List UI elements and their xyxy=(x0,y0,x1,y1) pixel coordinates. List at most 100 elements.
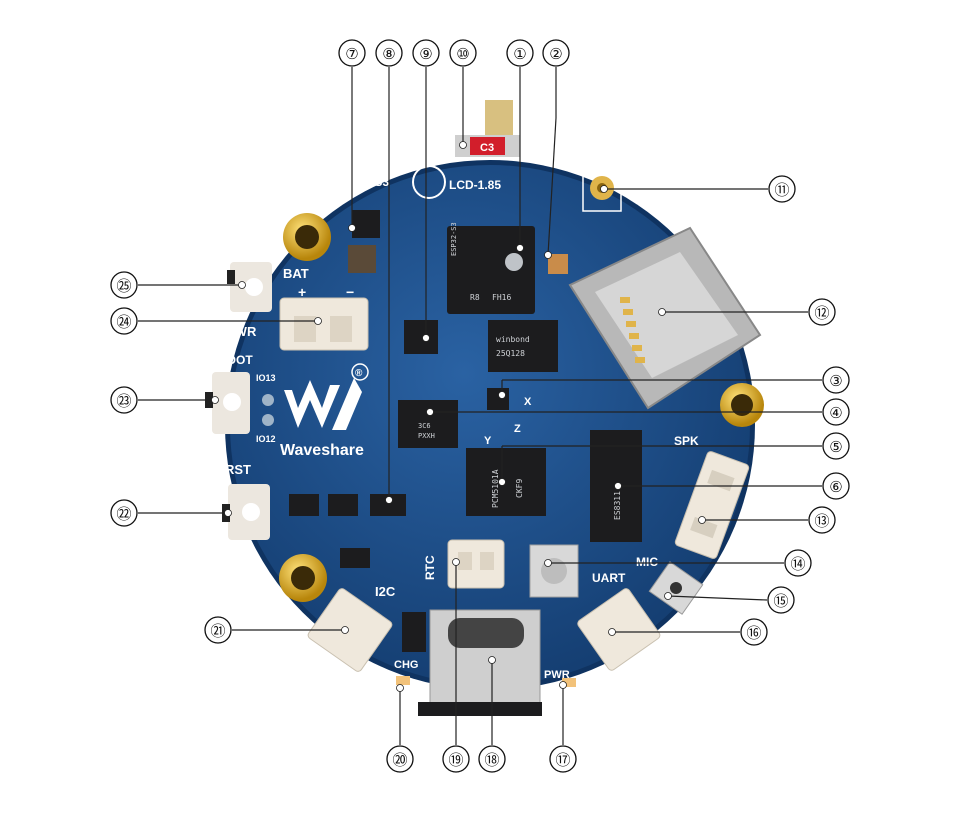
bat-minus-label: − xyxy=(346,284,354,300)
lcd-silk-label: LCD-1.85 xyxy=(449,178,501,192)
callout-25: ㉕ xyxy=(110,271,138,299)
svg-text:CKF9: CKF9 xyxy=(515,479,524,498)
leader-dots xyxy=(211,141,706,692)
callout-9: ⑨ xyxy=(412,39,440,67)
i2c-connector xyxy=(307,588,393,672)
antenna-chip-label: C3 xyxy=(480,142,494,154)
i2c-silk-label: I2C xyxy=(375,584,396,599)
callout-20: ⑳ xyxy=(386,745,414,773)
svg-text:㉒: ㉒ xyxy=(116,505,131,523)
svg-text:㉑: ㉑ xyxy=(210,622,225,640)
axis-z-label: Z xyxy=(514,423,521,435)
rtc-silk-label: RTC xyxy=(423,555,437,580)
callout-8: ⑧ xyxy=(375,39,403,67)
leader-lines xyxy=(138,67,822,745)
svg-text:⑱: ⑱ xyxy=(484,751,499,769)
mounting-holes xyxy=(279,213,764,602)
callout-12: ⑫ xyxy=(808,298,836,326)
svg-text:25Q128: 25Q128 xyxy=(496,349,525,358)
svg-text:⑰: ⑰ xyxy=(555,751,570,769)
chg-led xyxy=(396,676,410,685)
svg-text:⑪: ⑪ xyxy=(774,181,789,199)
callout-4: ④ xyxy=(822,398,850,426)
svg-text:①: ① xyxy=(513,45,526,63)
svg-text:⑫: ⑫ xyxy=(814,304,829,322)
svg-text:㉕: ㉕ xyxy=(116,277,131,295)
svg-text:⑲: ⑲ xyxy=(448,751,463,769)
svg-text:⑨: ⑨ xyxy=(419,45,432,63)
flash-chip: winbond 25Q128 xyxy=(488,320,558,372)
led-io12 xyxy=(262,414,274,426)
callout-17: ⑰ xyxy=(549,745,577,773)
chg-silk-label: CHG xyxy=(394,659,418,671)
svg-text:ES8311: ES8311 xyxy=(613,491,622,520)
bat-plus-label: + xyxy=(298,284,306,300)
bat-silk-label: BAT xyxy=(283,266,309,281)
svg-text:⑬: ⑬ xyxy=(814,512,829,530)
callout-15: ⑮ xyxy=(767,586,795,614)
callout-23: ㉓ xyxy=(110,386,138,414)
svg-text:㉓: ㉓ xyxy=(116,392,131,410)
callout-19: ⑲ xyxy=(442,745,470,773)
callout-24: ㉔ xyxy=(110,307,138,335)
svg-text:③: ③ xyxy=(829,372,842,390)
io12-label: IO12 xyxy=(256,434,276,444)
callout-11: ⑪ xyxy=(768,175,796,203)
svg-text:winbond: winbond xyxy=(496,335,530,344)
svg-text:ESP32-S3: ESP32-S3 xyxy=(450,222,458,256)
boot-silk-label: BOOT xyxy=(218,353,253,367)
ce-logo xyxy=(412,165,446,199)
uart-silk-label: UART xyxy=(592,571,626,585)
brand-label: Waveshare xyxy=(280,442,364,459)
callout-21: ㉑ xyxy=(204,616,232,644)
svg-text:FH16: FH16 xyxy=(492,293,511,302)
crystal xyxy=(548,254,568,274)
transistor-row xyxy=(289,494,406,568)
callout-14: ⑭ xyxy=(784,549,812,577)
svg-text:②: ② xyxy=(549,45,562,63)
callout-22: ㉒ xyxy=(110,499,138,527)
svg-text:PXXH: PXXH xyxy=(418,432,435,440)
svg-text:⑦: ⑦ xyxy=(345,45,358,63)
svg-text:3C6: 3C6 xyxy=(418,422,431,430)
boot-button xyxy=(205,372,250,434)
callout-6: ⑥ xyxy=(822,472,850,500)
imu-chip xyxy=(487,388,509,410)
svg-text:⑭: ⑭ xyxy=(790,555,805,573)
callout-13: ⑬ xyxy=(808,506,836,534)
callout-7: ⑦ xyxy=(338,39,366,67)
svg-text:PCM5101A: PCM5101A xyxy=(491,469,500,508)
audio-codec-chip: 3C6 PXXH xyxy=(398,400,458,448)
esp32-silk-label: ESP32-S3 xyxy=(333,175,389,189)
mic-silk-label: MIC xyxy=(636,555,658,569)
waveshare-logo: ® Waveshare xyxy=(280,363,369,459)
buzzer-component xyxy=(348,245,376,273)
power-chip xyxy=(404,320,438,354)
svg-text:R8: R8 xyxy=(470,293,480,302)
callout-18: ⑱ xyxy=(478,745,506,773)
tf-card-slot xyxy=(568,226,762,410)
protection-diode xyxy=(402,612,426,652)
svg-text:⑳: ⑳ xyxy=(392,751,407,769)
led-io13 xyxy=(262,394,274,406)
dac-chip: PCM5101A CKF9 xyxy=(466,448,546,516)
uart-connector xyxy=(577,588,661,671)
svg-text:⑤: ⑤ xyxy=(829,438,842,456)
pwr-led xyxy=(562,678,576,687)
callout-16: ⑯ xyxy=(740,618,768,646)
registered-mark: ® xyxy=(355,368,363,379)
antenna-chip: C3 xyxy=(455,100,520,157)
callout-2: ② xyxy=(542,39,570,67)
usb-c-port xyxy=(418,609,542,716)
callout-5: ⑤ xyxy=(822,432,850,460)
axis-y-label: Y xyxy=(484,435,492,447)
svg-text:⑯: ⑯ xyxy=(746,624,761,642)
mcu-chip: ESP32-S3 R8 FH16 xyxy=(447,222,535,314)
battery-connector: BAT + − xyxy=(279,266,369,351)
microphone xyxy=(648,561,704,615)
callout-10: ⑩ xyxy=(449,39,477,67)
svg-text:⑩: ⑩ xyxy=(456,45,469,63)
power-button xyxy=(227,262,272,312)
svg-text:⑮: ⑮ xyxy=(773,592,788,610)
